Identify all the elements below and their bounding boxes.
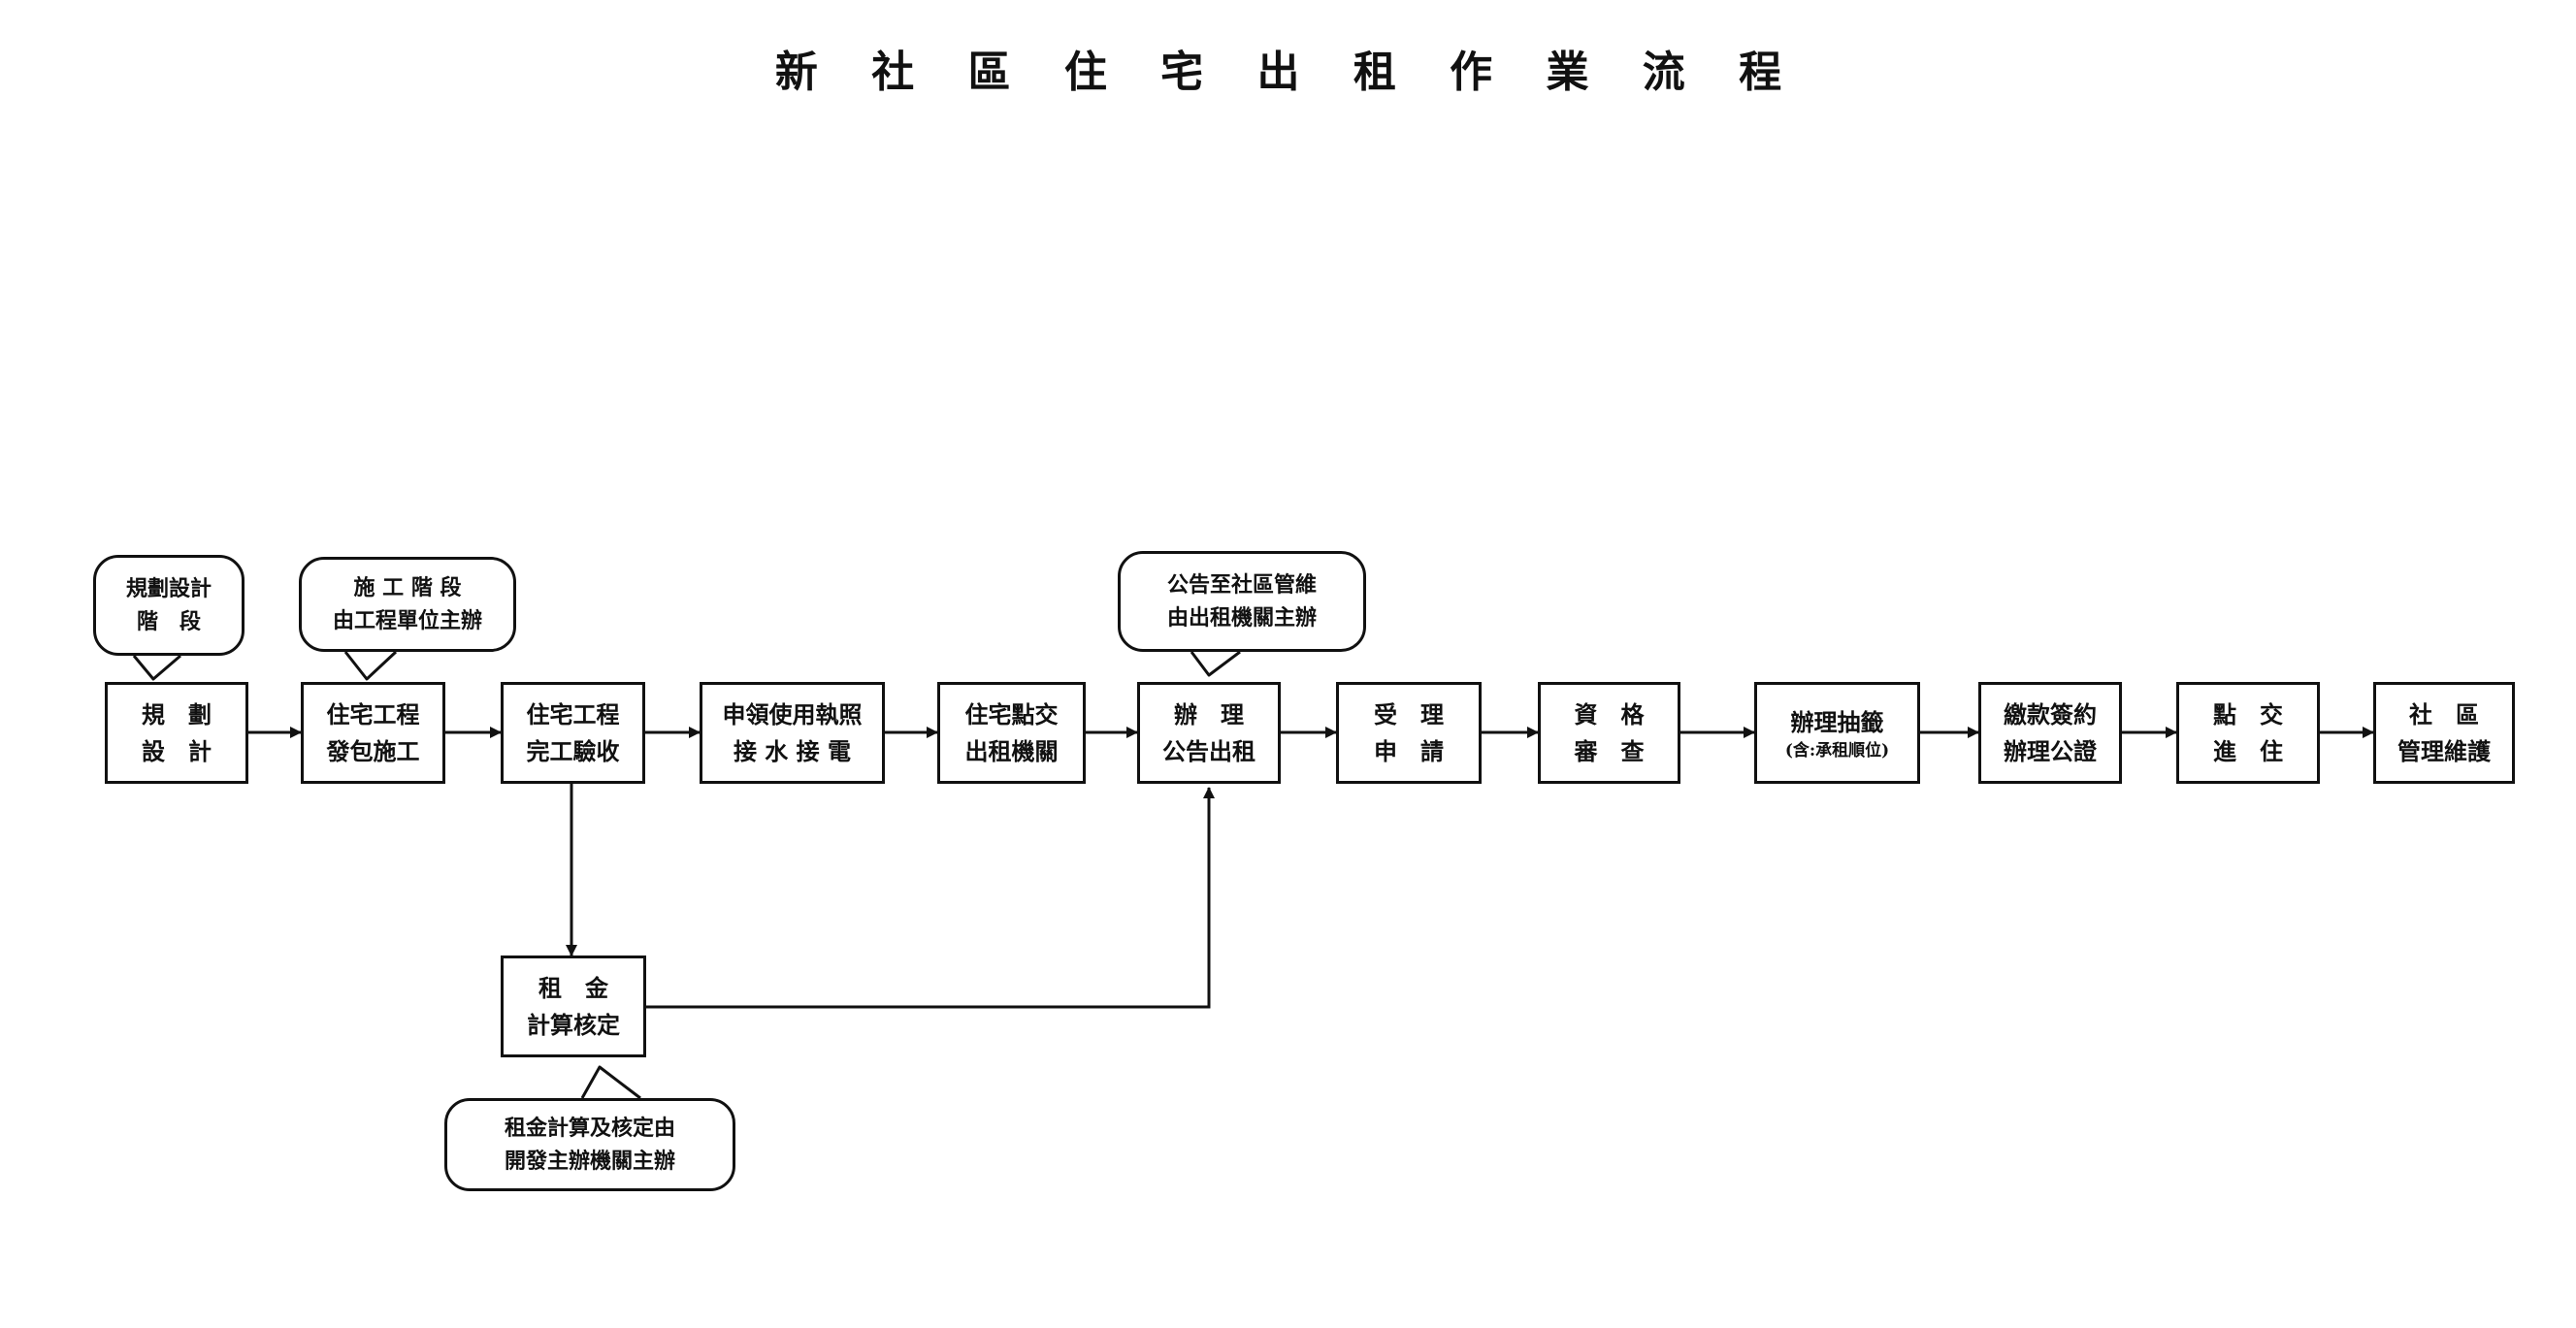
callout-rent-stage: 租金計算及核定由 開發主辦機關主辦 (444, 1098, 735, 1191)
callout-line: 施 工 階 段 (353, 574, 462, 600)
step-line: 計算核定 (527, 1010, 620, 1039)
step-line: 接 水 接 電 (733, 736, 852, 765)
callout-line: 租金計算及核定由 (504, 1115, 675, 1141)
step-announce-rental: 辦 理 公告出租 (1137, 682, 1281, 784)
step-line: 辦理公證 (2004, 736, 2097, 765)
step-handover-to-agency: 住宅點交 出租機關 (937, 682, 1086, 784)
step-line: 住宅點交 (964, 700, 1059, 729)
callout-construction-stage: 施 工 階 段 由工程單位主辦 (299, 557, 516, 652)
step-line: 申 請 (1374, 736, 1444, 765)
step-accept-application: 受 理 申 請 (1336, 682, 1482, 784)
step-payment-contract: 繳款簽約 辦理公證 (1978, 682, 2122, 784)
step-line: 出租機關 (964, 736, 1059, 765)
step-line: 受 理 (1374, 700, 1444, 729)
step-line: 資 格 (1574, 700, 1645, 729)
step-line: 管理維護 (2397, 736, 2491, 765)
step-line: 住宅工程 (526, 700, 620, 729)
callout-design-stage: 規劃設計 階 段 (93, 555, 245, 656)
callout-line: 階 段 (136, 609, 201, 634)
step-line: 點 交 (2213, 700, 2283, 729)
step-line: 住宅工程 (326, 700, 420, 729)
step-construction-contract: 住宅工程 發包施工 (301, 682, 445, 784)
step-line: 設 計 (142, 736, 212, 765)
callout-line: 規劃設計 (125, 575, 212, 601)
step-line: 發包施工 (326, 736, 420, 765)
callout-line: 由出租機關主辦 (1166, 605, 1317, 631)
step-line: (含:承租順位) (1784, 741, 1890, 761)
step-lottery: 辦理抽籤 (含:承租順位) (1754, 682, 1920, 784)
step-line: 租 金 (538, 974, 608, 1003)
arrow-rent-6 (646, 787, 1215, 1009)
step-line: 公告出租 (1162, 736, 1255, 765)
callout-tail-announce (1190, 650, 1241, 677)
step-line: 審 查 (1574, 736, 1645, 765)
callout-line: 公告至社區管維 (1166, 571, 1317, 598)
step-line: 申領使用執照 (722, 700, 863, 729)
step-eligibility-review: 資 格 審 查 (1538, 682, 1680, 784)
step-use-license-utilities: 申領使用執照 接 水 接 電 (700, 682, 885, 784)
step-line: 社 區 (2409, 700, 2479, 729)
callout-tail-rent (580, 1065, 641, 1100)
step-line: 辦 理 (1174, 700, 1244, 729)
callout-line: 由工程單位主辦 (332, 608, 482, 633)
callout-announce-stage: 公告至社區管維 由出租機關主辦 (1118, 551, 1366, 652)
step-line: 進 住 (2213, 736, 2283, 765)
callout-line: 開發主辦機關主辦 (504, 1149, 675, 1174)
step-rent-calculation: 租 金 計算核定 (501, 956, 646, 1057)
step-community-management: 社 區 管理維護 (2373, 682, 2515, 784)
step-line: 繳款簽約 (2004, 700, 2097, 729)
step-line: 規 劃 (142, 700, 212, 729)
step-completion-inspection: 住宅工程 完工驗收 (501, 682, 645, 784)
step-move-in: 點 交 進 住 (2176, 682, 2320, 784)
step-planning-design: 規 劃 設 計 (105, 682, 248, 784)
callout-tail-construction (343, 650, 398, 681)
page-title: 新 社 區 住 宅 出 租 作 業 流 程 (774, 48, 1802, 97)
callout-tail-design (132, 654, 181, 681)
step-line: 辦理抽籤 (1790, 707, 1884, 736)
step-line: 完工驗收 (526, 736, 620, 765)
